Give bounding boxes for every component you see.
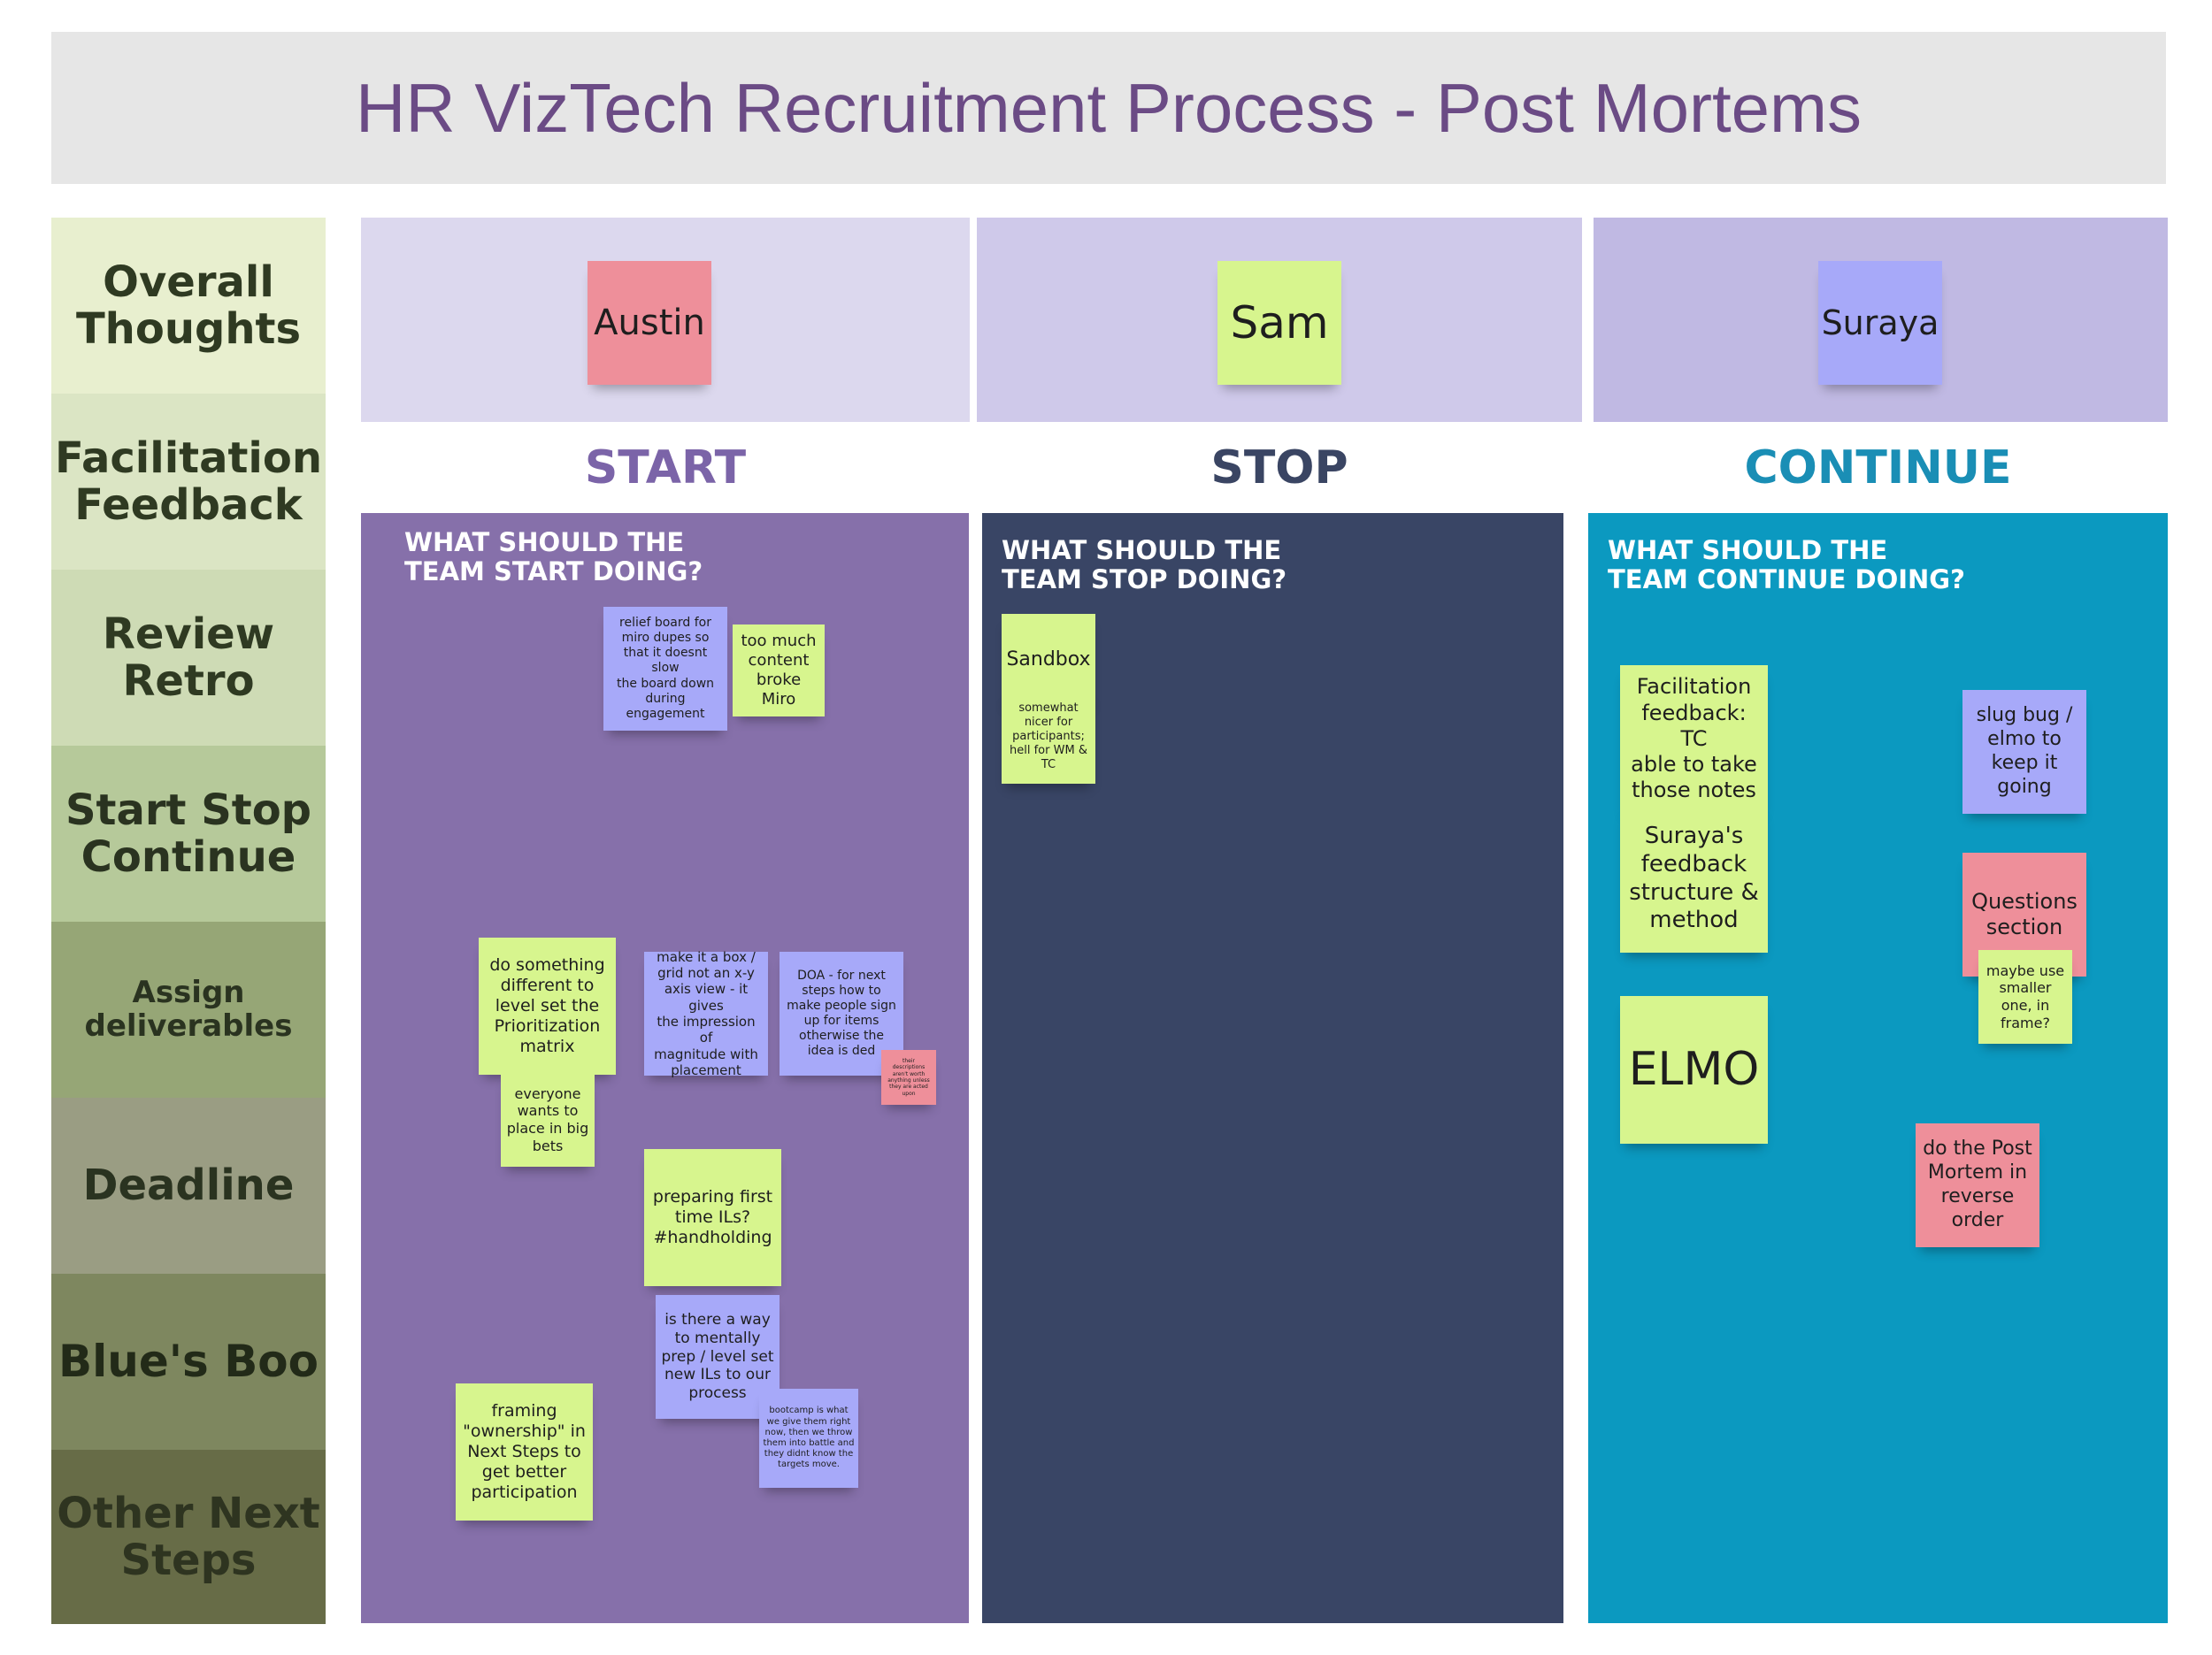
sticky-note[interactable]: do the Post Mortem in reverse order — [1916, 1123, 2039, 1247]
tab-label: Review Retro — [102, 609, 275, 706]
name-panel-austin: Austin — [361, 218, 970, 422]
tab-facilitation-feedback[interactable]: Facilitation Feedback — [51, 394, 326, 570]
sticky-note[interactable]: slug bug / elmo to keep it going — [1962, 690, 2086, 814]
stop-question: WHAT SHOULD THE TEAM STOP DOING? — [1002, 535, 1287, 595]
sticky-note[interactable]: do something different to level set the … — [479, 938, 616, 1075]
tab-label: Assign deliverables — [84, 975, 293, 1044]
name-sticky[interactable]: Sam — [1217, 261, 1341, 385]
tab-label: Blue's Boo — [58, 1336, 319, 1387]
sticky-note[interactable]: their descriptions aren't worth anything… — [881, 1050, 936, 1105]
sticky-note[interactable]: preparing first time ILs? #handholding — [644, 1149, 781, 1286]
name-sticky[interactable]: Suraya — [1818, 261, 1942, 385]
sticky-note[interactable]: bootcamp is what we give them right now,… — [759, 1389, 858, 1488]
tab-label: Overall Thoughts — [75, 257, 302, 354]
sticky-note[interactable]: make it a box / grid not an x-y axis vie… — [644, 949, 768, 1078]
sticky-note[interactable]: everyone wants to place in big bets — [501, 1073, 595, 1167]
board-title: HR VizTech Recruitment Process - Post Mo… — [355, 68, 1863, 147]
continue-column: WHAT SHOULD THE TEAM CONTINUE DOING? Fac… — [1588, 513, 2168, 1623]
stop-column: WHAT SHOULD THE TEAM STOP DOING? Sandbox… — [982, 513, 1563, 1623]
tab-other-next-steps[interactable]: Other Next Steps — [51, 1450, 326, 1624]
tab-overall-thoughts[interactable]: Overall Thoughts — [51, 218, 326, 394]
sticky-note[interactable]: Suraya's feedback structure & method — [1620, 805, 1768, 953]
sticky-note[interactable]: is there a way to mentally prep / level … — [656, 1295, 780, 1419]
name-sticky[interactable]: Austin — [588, 261, 711, 385]
sticky-note[interactable]: DOA - for next steps how to make people … — [780, 952, 903, 1076]
start-heading: START — [584, 441, 747, 494]
stop-heading: STOP — [1210, 441, 1348, 494]
sticky-note[interactable]: somewhat nicer for participants; hell fo… — [1002, 690, 1095, 784]
sticky-note[interactable]: maybe use smaller one, in frame? — [1978, 950, 2072, 1044]
sticky-note[interactable]: Facilitation feedback: TC able to take t… — [1620, 665, 1768, 813]
continue-heading: CONTINUE — [1744, 441, 2012, 494]
title-banner: HR VizTech Recruitment Process - Post Mo… — [51, 32, 2166, 184]
sticky-note[interactable]: framing "ownership" in Next Steps to get… — [456, 1383, 593, 1521]
tab-assign-deliverables[interactable]: Assign deliverables — [51, 922, 326, 1098]
sticky-note[interactable]: relief board for miro dupes so that it d… — [603, 607, 727, 731]
tab-label: Facilitation Feedback — [54, 433, 323, 530]
start-question: WHAT SHOULD THE TEAM START DOING? — [404, 527, 703, 587]
sticky-note[interactable]: too much content broke Miro — [733, 624, 825, 716]
tab-start-stop-continue[interactable]: Start Stop Continue — [51, 746, 326, 922]
start-column: WHAT SHOULD THE TEAM START DOING? relief… — [361, 513, 969, 1623]
tab-deadline[interactable]: Deadline — [51, 1098, 326, 1274]
tab-label: Other Next Steps — [57, 1488, 320, 1585]
sticky-note[interactable]: ELMO — [1620, 996, 1768, 1144]
tab-label: Deadline — [82, 1161, 295, 1211]
tab-label: Start Stop Continue — [65, 785, 312, 882]
tab-review-retro[interactable]: Review Retro — [51, 570, 326, 746]
name-panel-suraya: Suraya — [1594, 218, 2168, 422]
tab-blues-boo[interactable]: Blue's Boo — [51, 1274, 326, 1450]
name-panel-sam: Sam — [977, 218, 1582, 422]
continue-question: WHAT SHOULD THE TEAM CONTINUE DOING? — [1608, 535, 1965, 595]
